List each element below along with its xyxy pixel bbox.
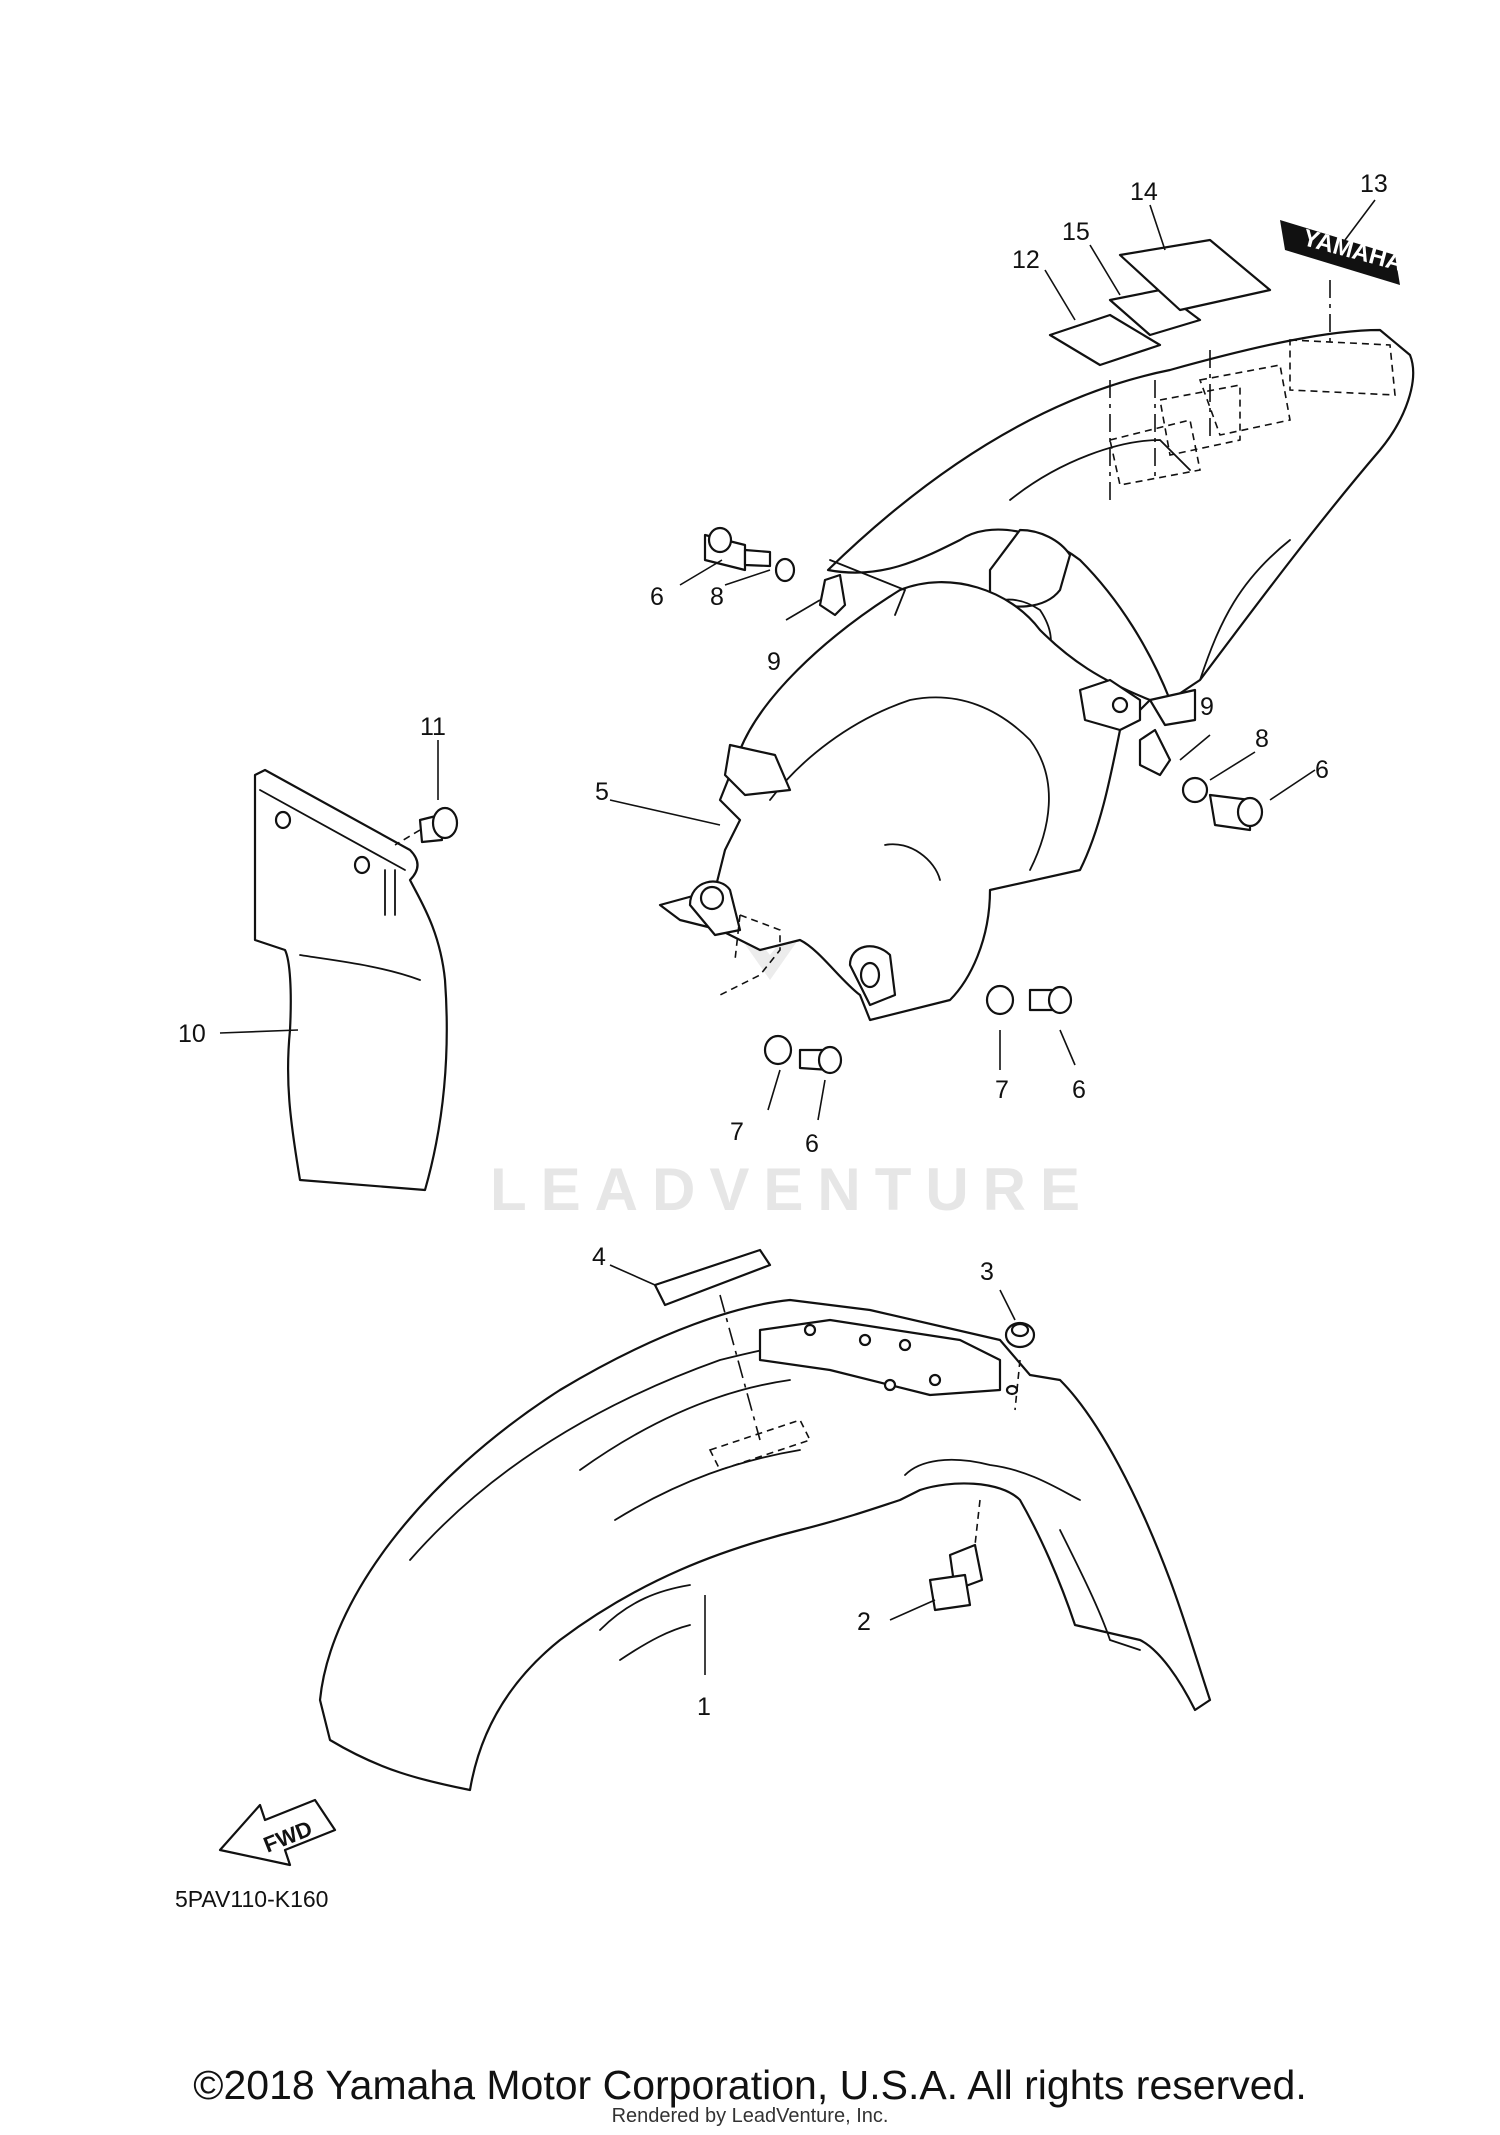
watermark-text: LEADVENTURE bbox=[490, 1156, 1094, 1223]
bolt-6b bbox=[1208, 793, 1264, 832]
decal-14 bbox=[1118, 238, 1272, 312]
callout-2: 2 bbox=[857, 1608, 871, 1636]
callout-leaders bbox=[219, 199, 1376, 1675]
callout-labels: 1 2 3 4 5 6 6 6 6 7 7 8 8 9 9 10 11 12 1… bbox=[178, 170, 1388, 1721]
callout-6-top: 6 bbox=[650, 583, 664, 611]
mud-flap bbox=[253, 768, 448, 1192]
callout-6-bottom-right: 6 bbox=[1072, 1076, 1086, 1104]
callout-15: 15 bbox=[1062, 218, 1090, 246]
callout-10: 10 bbox=[178, 1020, 206, 1048]
decal-12 bbox=[1048, 313, 1162, 367]
washer-8b bbox=[1181, 776, 1209, 804]
decal-4 bbox=[653, 1248, 772, 1307]
callout-14: 14 bbox=[1130, 178, 1158, 206]
yamaha-decal-13: YAMAHA bbox=[1280, 220, 1406, 285]
rear-hardware bbox=[703, 526, 1264, 1075]
callout-11: 11 bbox=[420, 713, 446, 741]
bolt-6c bbox=[1028, 985, 1073, 1015]
collar-7a bbox=[985, 984, 1015, 1016]
callout-13: 13 bbox=[1360, 170, 1388, 198]
callout-7-left: 7 bbox=[730, 1118, 744, 1146]
rendered-by-notice: Rendered by LeadVenture, Inc. bbox=[611, 2105, 889, 2127]
callout-6-right: 6 bbox=[1315, 756, 1329, 784]
bolt-6a bbox=[703, 526, 772, 572]
callout-3: 3 bbox=[980, 1258, 994, 1286]
callout-12: 12 bbox=[1012, 246, 1040, 274]
callout-4: 4 bbox=[592, 1243, 606, 1271]
callout-8-top: 8 bbox=[710, 583, 724, 611]
nut-9b bbox=[1138, 728, 1172, 777]
part-code: 5PAV110-K160 bbox=[175, 1886, 328, 1912]
callout-8-right: 8 bbox=[1255, 725, 1269, 753]
washer-8a bbox=[774, 557, 796, 583]
bolt-6d bbox=[798, 1045, 843, 1075]
decal-15 bbox=[1108, 288, 1202, 337]
callout-6-bottom-left: 6 bbox=[805, 1130, 819, 1158]
watermark: LEADVENTURE bbox=[490, 880, 1094, 1223]
copyright-notice: ©2018 Yamaha Motor Corporation, U.S.A. A… bbox=[193, 2062, 1307, 2108]
fwd-arrow: FWD bbox=[218, 1798, 337, 1867]
rear-fender bbox=[658, 328, 1415, 1022]
callout-1: 1 bbox=[697, 1693, 711, 1721]
callout-7-right: 7 bbox=[995, 1076, 1009, 1104]
bolt-2 bbox=[928, 1499, 984, 1612]
callout-9-top: 9 bbox=[767, 648, 781, 676]
nut-9a bbox=[818, 573, 847, 617]
front-fender bbox=[318, 1298, 1212, 1792]
grommet-3 bbox=[1004, 1321, 1036, 1411]
callout-9-right: 9 bbox=[1200, 693, 1214, 721]
collar-7b bbox=[763, 1034, 793, 1066]
callout-5: 5 bbox=[595, 778, 609, 806]
screw-11 bbox=[394, 806, 459, 846]
